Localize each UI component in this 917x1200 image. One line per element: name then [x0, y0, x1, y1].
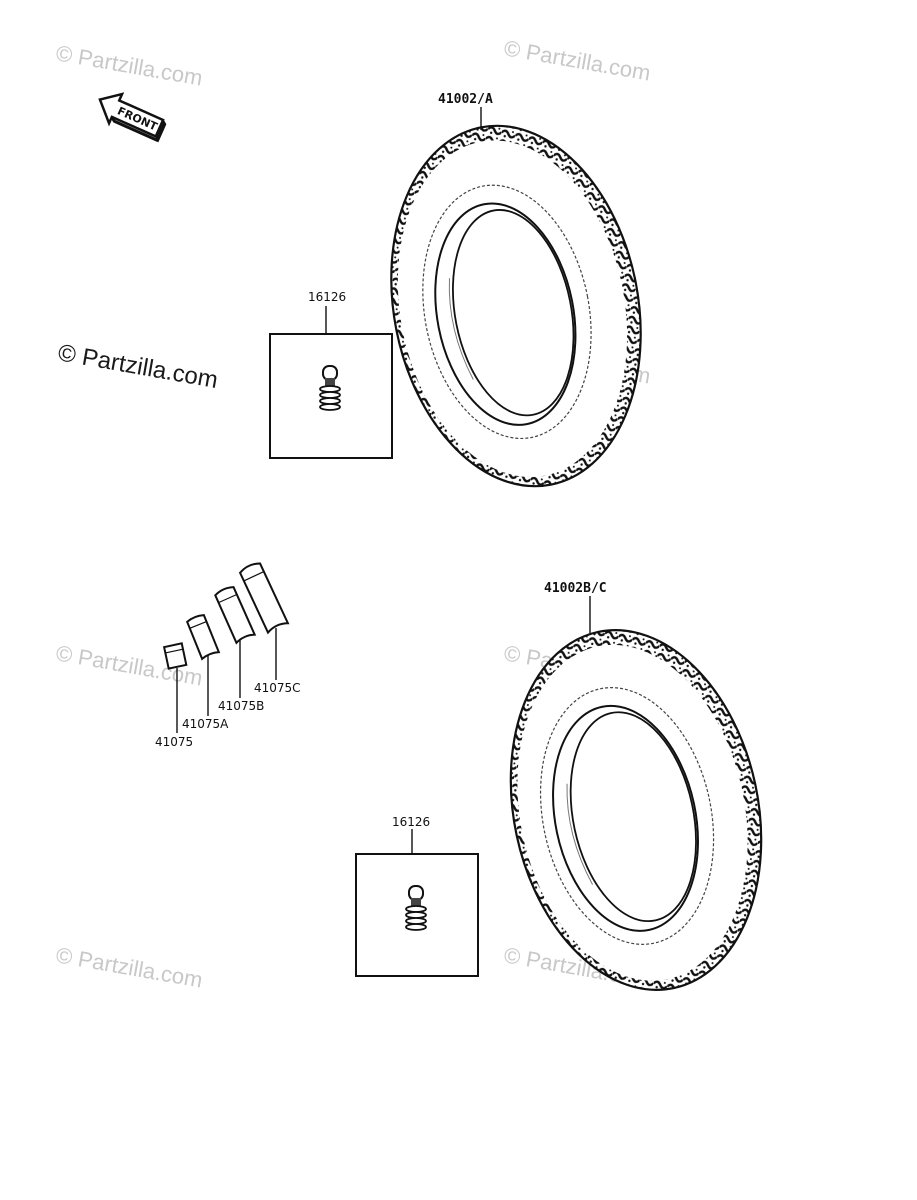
valve-stem-icon [405, 885, 427, 931]
watermark-main: © Partzilla.com [56, 339, 220, 394]
tire-icon [509, 629, 763, 991]
watermark: © Partzilla.com [54, 942, 204, 992]
front-arrow-icon: FRONT [98, 92, 167, 143]
part-label-valve-bottom: 16126 [392, 815, 430, 829]
part-label-weight: 41075B [218, 699, 264, 713]
part-label-valve-top: 16126 [308, 290, 346, 304]
part-label-tire-front: 41002/A [438, 92, 493, 107]
tire-rear [509, 629, 763, 991]
tire-front [390, 124, 642, 488]
watermark: © Partzilla.com [502, 35, 652, 85]
balance-weight-icon [185, 614, 221, 661]
watermark: © Partzilla.com [54, 40, 204, 90]
valve-stem-icon [319, 365, 341, 411]
part-label-weight: 41075C [254, 681, 301, 695]
balance-weight-group [162, 562, 290, 670]
balance-weight-icon [238, 562, 290, 635]
tire-icon [390, 124, 642, 488]
balance-weight-icon [162, 642, 188, 670]
part-label-tire-rear: 41002B/C [544, 581, 607, 596]
part-label-weight: 41075A [182, 717, 229, 731]
part-label-weight: 41075 [155, 735, 193, 749]
balance-weight-icon [214, 586, 257, 645]
